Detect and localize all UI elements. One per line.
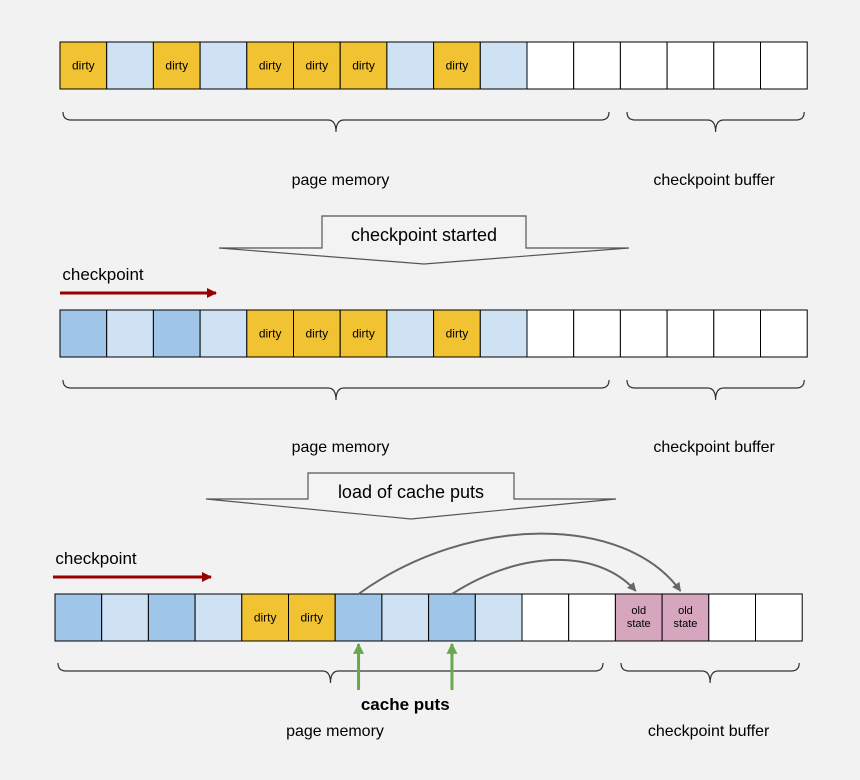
page-cell xyxy=(106,309,154,358)
page-cell xyxy=(101,593,149,642)
page-cell xyxy=(106,41,154,90)
cell-label: dirty xyxy=(306,59,329,73)
cell-label: dirty xyxy=(446,59,469,73)
step-arrow-0 xyxy=(218,215,630,265)
page-cell xyxy=(479,41,528,90)
page-cell xyxy=(246,309,295,358)
page-cell xyxy=(479,309,528,358)
brace-checkpoint-buffer-3 xyxy=(620,662,800,684)
page-cell xyxy=(474,593,523,642)
brace-page-memory-1 xyxy=(62,111,610,133)
memory-row-1: dirty dirty dirty dirty dirty dirty xyxy=(59,41,808,90)
cell-label: dirty xyxy=(301,611,324,625)
step-label-1: load of cache puts xyxy=(338,482,484,502)
page-cell xyxy=(713,41,761,90)
cell-label: dirty xyxy=(352,327,375,341)
page-cell xyxy=(526,309,575,358)
page-cell xyxy=(573,41,621,90)
page-cell xyxy=(339,309,388,358)
checkpoint-buffer-label-3: checkpoint buffer xyxy=(648,723,770,740)
page-cell xyxy=(288,593,336,642)
page-cell xyxy=(433,309,481,358)
page-cell xyxy=(708,593,756,642)
page-cell xyxy=(614,593,663,642)
page-memory-label-3: page memory xyxy=(286,723,384,740)
step-arrow-1 xyxy=(205,472,617,520)
page-cell xyxy=(334,593,383,642)
page-cell xyxy=(755,593,803,642)
checkpoint-buffer-label-2: checkpoint buffer xyxy=(653,439,775,456)
checkpoint-label-2: checkpoint xyxy=(55,549,137,568)
checkpoint-label-1: checkpoint xyxy=(62,265,144,284)
page-cell xyxy=(59,41,108,90)
cell-label: dirty xyxy=(259,327,282,341)
page-memory-label-2: page memory xyxy=(292,439,390,456)
page-cell xyxy=(428,593,476,642)
brace-checkpoint-buffer-1 xyxy=(626,111,805,133)
cell-label: dirty xyxy=(259,59,282,73)
copy-arrow-2 xyxy=(451,558,637,595)
cell-label: dirty xyxy=(72,59,95,73)
page-memory-label-1: page memory xyxy=(292,172,390,189)
page-cell xyxy=(386,41,435,90)
copy-arrow-1 xyxy=(357,532,682,595)
cell-label: dirty xyxy=(352,59,375,73)
page-cell xyxy=(386,309,435,358)
page-cell xyxy=(433,41,481,90)
page-cell xyxy=(199,309,248,358)
step-label-0: checkpoint started xyxy=(351,225,497,245)
page-cell xyxy=(194,593,243,642)
brace-page-memory-2 xyxy=(62,379,610,401)
page-cell xyxy=(760,309,808,358)
page-cell xyxy=(619,41,668,90)
memory-row-2: dirty dirty dirty dirty xyxy=(59,309,808,358)
page-cell xyxy=(666,309,715,358)
brace-checkpoint-buffer-2 xyxy=(626,379,805,401)
page-cell xyxy=(568,593,616,642)
page-cell xyxy=(666,41,715,90)
page-cell xyxy=(293,309,341,358)
brace-page-memory-3 xyxy=(57,662,604,684)
page-cell xyxy=(199,41,248,90)
page-cell xyxy=(54,593,103,642)
cache-puts-label: cache puts xyxy=(361,695,450,714)
cell-label: dirty xyxy=(306,327,329,341)
page-cell xyxy=(619,309,668,358)
page-cell xyxy=(573,309,621,358)
page-cell xyxy=(59,309,108,358)
page-cell xyxy=(713,309,761,358)
cell-label: dirty xyxy=(254,611,277,625)
cell-label: dirty xyxy=(446,327,469,341)
page-cell xyxy=(760,41,808,90)
page-cell xyxy=(152,41,201,90)
page-cell xyxy=(147,593,196,642)
page-cell xyxy=(339,41,388,90)
page-cell xyxy=(381,593,430,642)
checkpoint-buffer-label-1: checkpoint buffer xyxy=(653,172,775,189)
cell-label: dirty xyxy=(165,59,188,73)
page-cell xyxy=(246,41,295,90)
page-cell xyxy=(152,309,201,358)
page-cell xyxy=(526,41,575,90)
page-cell xyxy=(521,593,570,642)
